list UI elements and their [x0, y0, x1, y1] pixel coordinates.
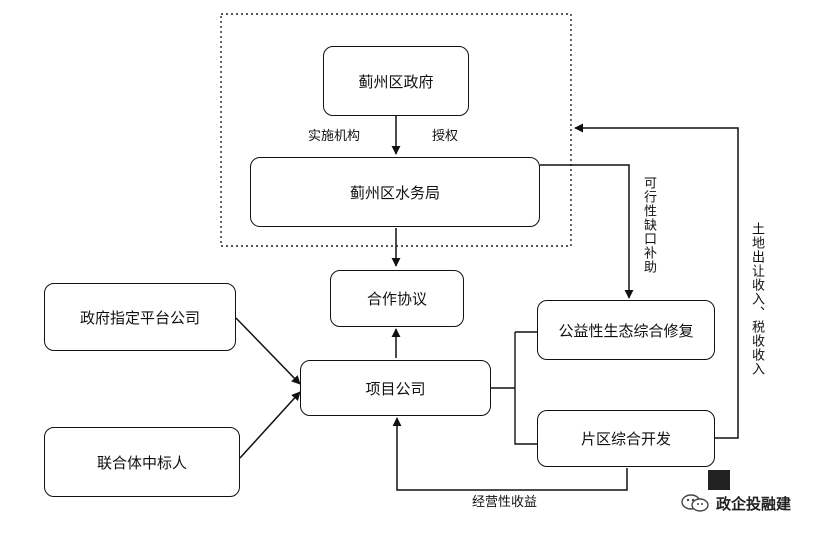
wechat-icon: [681, 494, 709, 512]
land-tax-revenue-label: 土地出让收入、税收收入: [749, 222, 764, 376]
cooperation-agreement-label: 合作协议: [366, 290, 427, 308]
arrow-bidder-to-project: [239, 391, 301, 459]
arrow-viability-gap: [540, 164, 634, 299]
cooperation-agreement-node: 合作协议: [330, 270, 464, 327]
platform-company-node: 政府指定平台公司: [44, 283, 236, 351]
viability-gap-label: 可行性缺口补助: [641, 176, 656, 274]
project-company-node: 项目公司: [300, 360, 491, 416]
bid-winner-node: 联合体中标人: [44, 427, 240, 497]
bid-winner-label: 联合体中标人: [96, 453, 187, 472]
arrow-platform-to-project: [235, 317, 301, 385]
operating-income-label: 经营性收益: [472, 495, 538, 510]
arrow-operating-income: [392, 417, 628, 491]
water-bureau-label: 蓟州区水务局: [349, 183, 440, 202]
zone-development-label: 片区综合开发: [580, 430, 671, 448]
project-company-label: 项目公司: [365, 379, 426, 398]
zone-development-node: 片区综合开发: [537, 410, 715, 467]
water-bureau-node: 蓟州区水务局: [250, 157, 540, 227]
watermark-text: 政企投融建: [716, 494, 792, 513]
authorization-label: 授权: [432, 129, 459, 144]
arrow-land-tax-revenue: [574, 123, 739, 439]
district-government-node: 蓟州区政府: [323, 46, 469, 116]
branch-brace: [491, 331, 537, 445]
watermark: 政企投融建: [680, 492, 791, 514]
watermark-square: [708, 470, 730, 490]
platform-company-label: 政府指定平台公司: [79, 308, 200, 327]
implementing-agency-label: 实施机构: [308, 129, 361, 144]
district-government-label: 蓟州区政府: [358, 72, 434, 91]
eco-repair-label: 公益性生态综合修复: [558, 321, 694, 340]
eco-repair-node: 公益性生态综合修复: [537, 300, 715, 360]
